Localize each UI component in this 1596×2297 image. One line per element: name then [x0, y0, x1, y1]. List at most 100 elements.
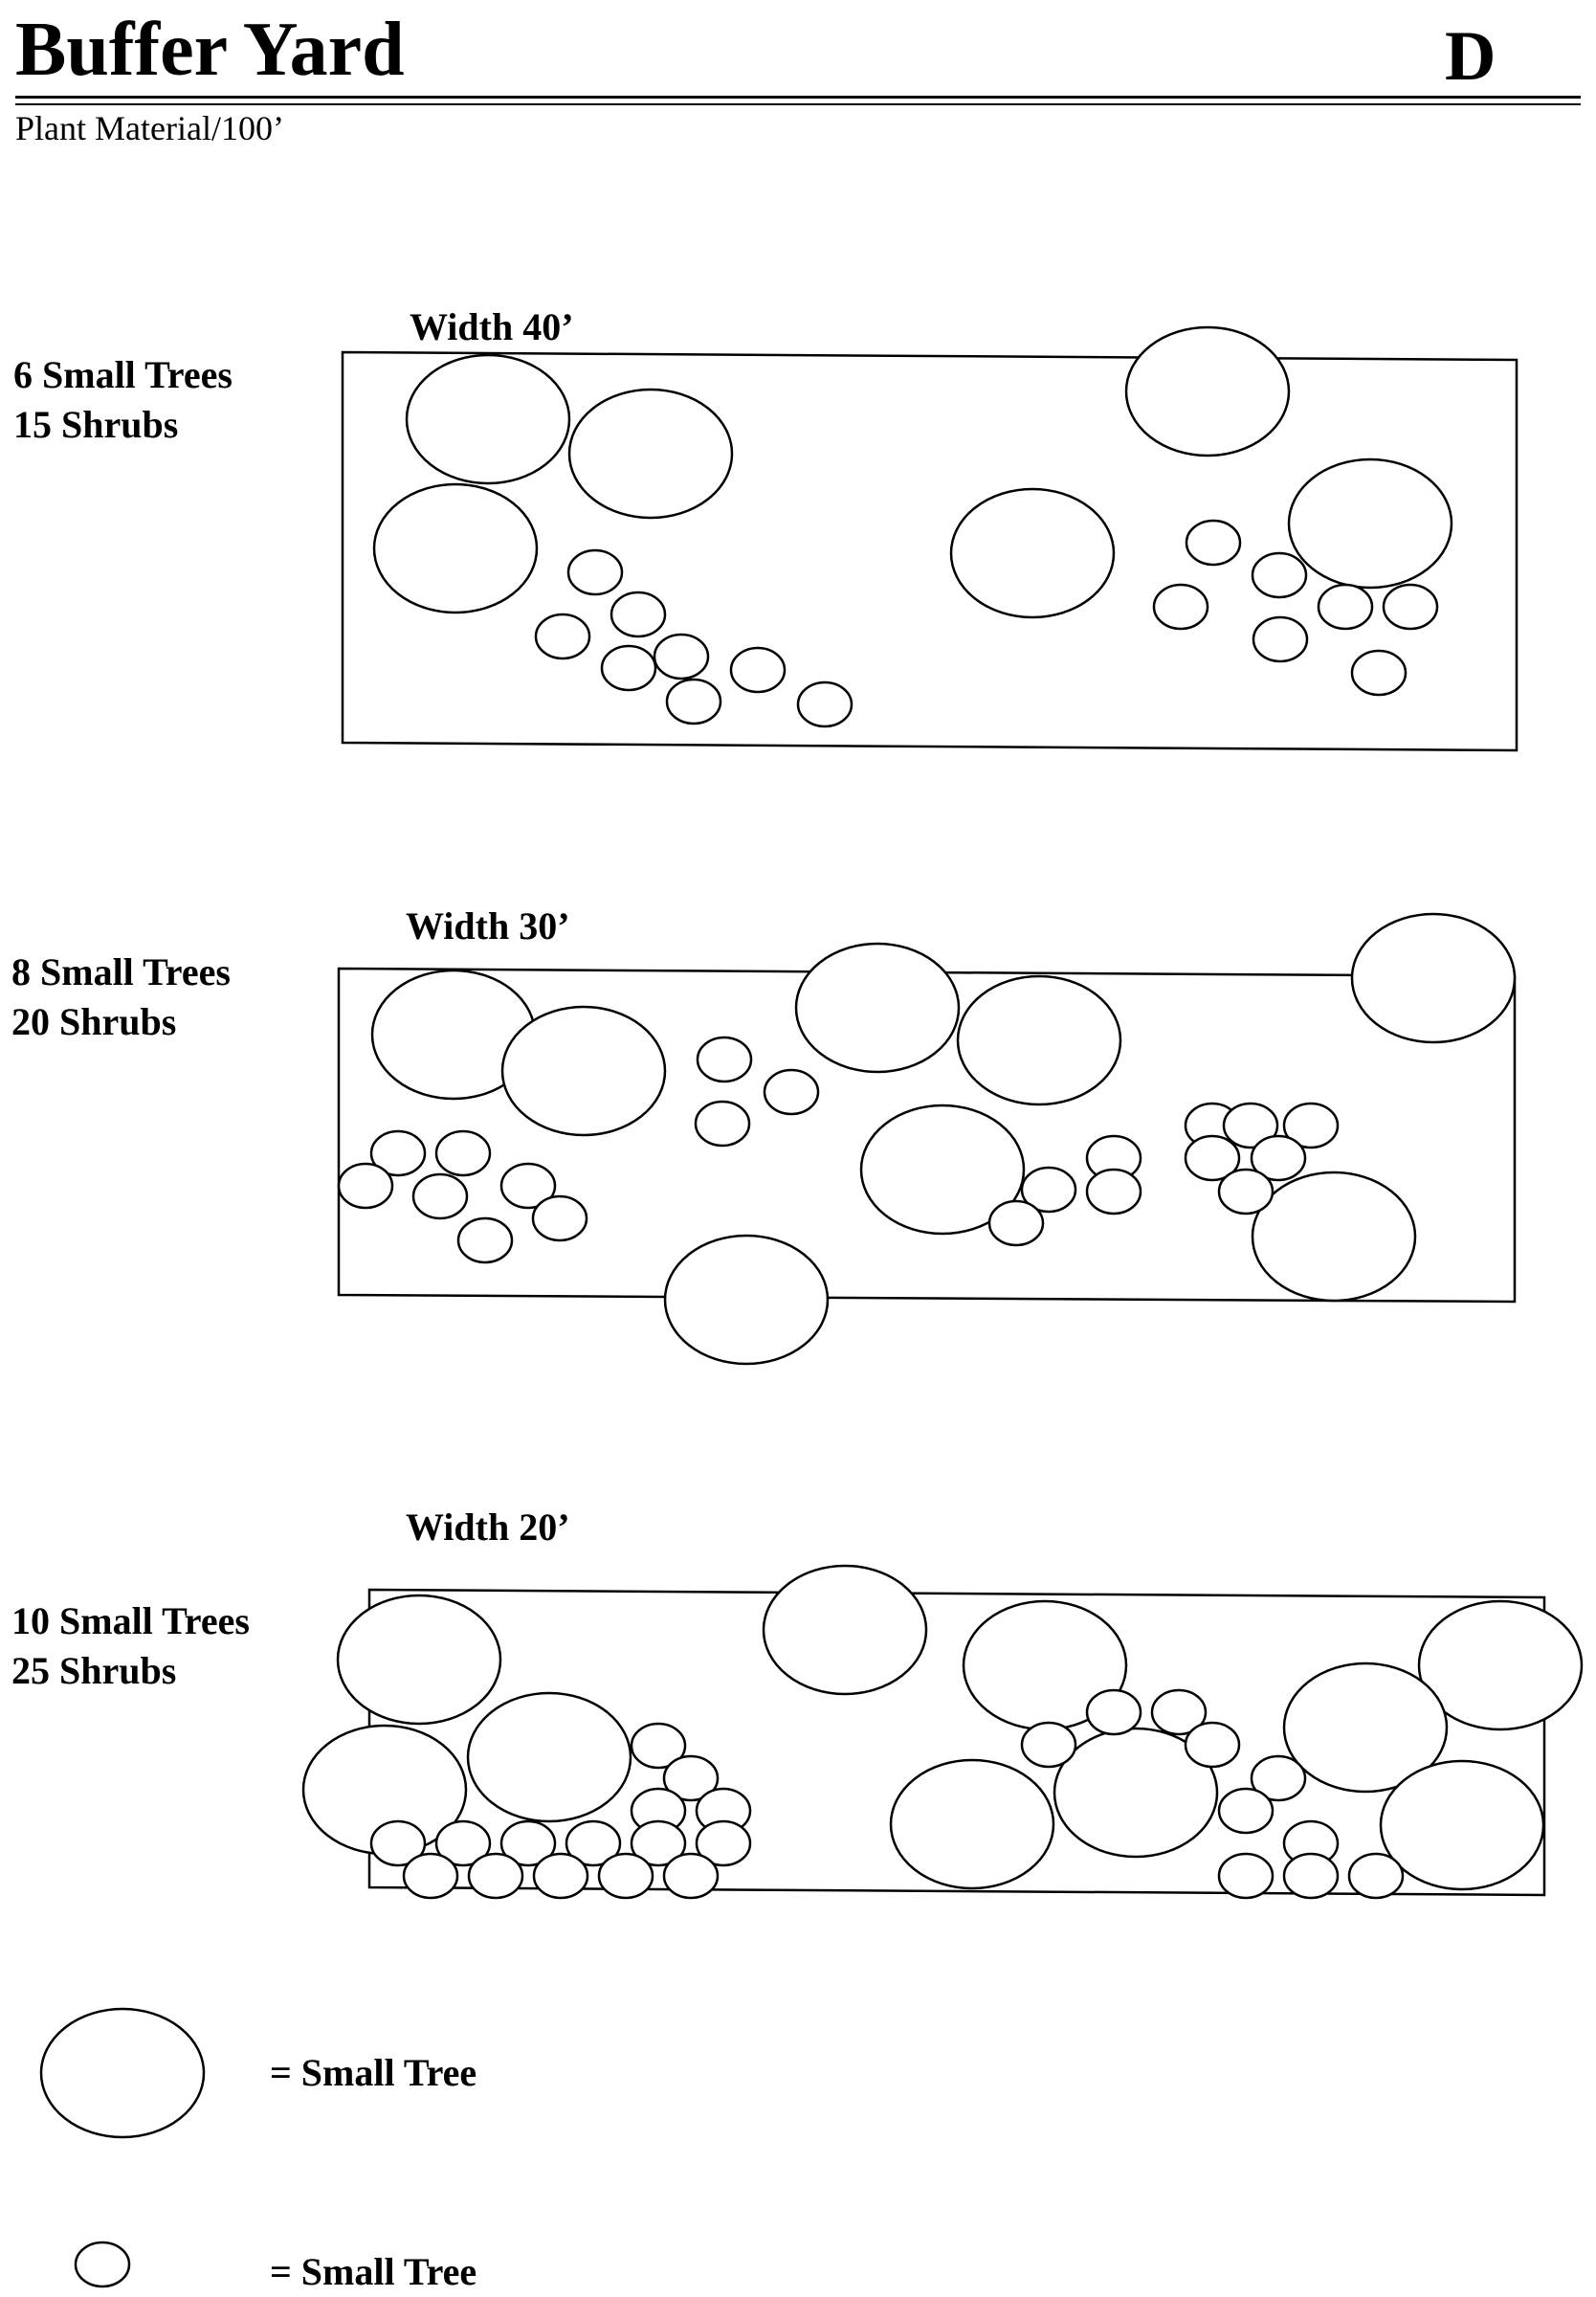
legend-large-label: = Small Tree — [270, 2051, 477, 2094]
shrub-symbol — [610, 591, 667, 638]
shrub-symbol — [729, 646, 787, 694]
header-rule-thin — [15, 103, 1581, 105]
small-tree-symbol — [794, 942, 961, 1074]
shrub-symbol — [1252, 615, 1309, 663]
panel-2-counts: 8 Small Trees 20 Shrubs — [11, 948, 231, 1047]
small-tree-symbol — [663, 1234, 830, 1366]
shrub-symbol — [665, 678, 722, 725]
small-tree-symbol — [1417, 1599, 1584, 1731]
panel-3-tree-count: 10 Small Trees — [11, 1599, 250, 1642]
small-tree-symbol — [1282, 1661, 1449, 1794]
shrub-symbol — [337, 1162, 394, 1210]
shrub-symbol — [1085, 1688, 1142, 1736]
small-tree-symbol — [762, 1564, 928, 1696]
shrub-symbol — [1317, 583, 1374, 631]
panel-1-tree-count: 6 Small Trees — [13, 353, 233, 396]
panel-2-shrub-count: 20 Shrubs — [11, 1000, 177, 1043]
shrub-symbol — [763, 1068, 820, 1116]
shrub-symbol — [630, 1819, 687, 1867]
shrub-symbol — [1282, 1852, 1340, 1900]
small-tree-symbol — [405, 353, 571, 485]
shrub-symbol — [1251, 551, 1308, 599]
small-tree-symbol — [949, 487, 1116, 619]
small-tree-symbol — [1124, 325, 1291, 457]
shrub-symbol — [411, 1172, 469, 1220]
shrub-symbol — [653, 633, 710, 680]
panel-3-counts: 10 Small Trees 25 Shrubs — [11, 1596, 250, 1696]
shrub-symbol — [534, 613, 591, 660]
shrub-symbol — [694, 1100, 751, 1148]
shrub-symbol — [1222, 1102, 1279, 1149]
shrub-symbol — [696, 1036, 753, 1083]
shrub-symbol — [467, 1852, 524, 1900]
panel-1-diagram — [341, 325, 1518, 752]
legend — [39, 2007, 206, 2288]
shrub-symbol — [1382, 583, 1439, 631]
small-tree-symbol — [336, 1594, 502, 1726]
shrub-symbol — [662, 1852, 720, 1900]
shrub-symbol — [1347, 1852, 1405, 1900]
panel-2-diagram — [337, 912, 1517, 1366]
panel-2-tree-count: 8 Small Trees — [11, 950, 231, 993]
small-tree-symbol — [1053, 1727, 1219, 1859]
shrub-symbol — [600, 644, 657, 692]
shrub-symbol — [796, 680, 853, 728]
shrub-symbol — [1020, 1166, 1077, 1214]
small-tree-symbol — [1379, 1759, 1545, 1891]
shrub-symbol — [1250, 1754, 1307, 1802]
shrub-symbol — [532, 1852, 589, 1900]
shrub-symbol — [1184, 1134, 1241, 1182]
shrub-symbol — [662, 1754, 720, 1802]
shrub-symbol — [456, 1216, 514, 1264]
page-title: Buffer Yard — [15, 8, 405, 92]
page-subtitle: Plant Material/100’ — [15, 109, 284, 147]
shrub-symbol — [1185, 519, 1242, 567]
small-tree-symbol — [500, 1005, 667, 1137]
shrub-symbol — [369, 1129, 427, 1177]
shrub-symbol — [1282, 1102, 1340, 1149]
small-tree-symbol — [567, 388, 734, 520]
shrub-symbol — [630, 1722, 687, 1770]
small-tree-symbol — [372, 482, 539, 614]
shrub-symbol — [402, 1852, 459, 1900]
shrub-symbol — [695, 1819, 752, 1867]
shrub-symbol — [1085, 1168, 1142, 1215]
panel-1-counts: 6 Small Trees 15 Shrubs — [13, 350, 233, 450]
legend-large-circle — [39, 2007, 206, 2139]
shrub-symbol — [531, 1194, 588, 1242]
shrub-symbol — [499, 1819, 557, 1867]
panel-3-width-label: Width 20’ — [406, 1505, 570, 1549]
page-letter: D — [1445, 17, 1496, 96]
shrub-symbol — [565, 1819, 622, 1867]
header-rule-thick — [15, 96, 1581, 99]
shrub-symbol — [1217, 1787, 1275, 1835]
shrub-symbol — [1184, 1721, 1241, 1769]
small-tree-symbol — [466, 1691, 632, 1823]
shrub-symbol — [597, 1852, 654, 1900]
shrub-symbol — [1217, 1168, 1275, 1215]
shrub-symbol — [1020, 1721, 1077, 1769]
shrub-symbol — [1350, 649, 1408, 697]
shrub-symbol — [1217, 1852, 1275, 1900]
small-tree-symbol — [956, 974, 1122, 1106]
legend-small-label: = Small Tree — [270, 2250, 477, 2293]
shrub-symbol — [434, 1819, 492, 1867]
small-tree-symbol — [1251, 1171, 1417, 1303]
shrub-symbol — [566, 548, 624, 596]
shrub-symbol — [1250, 1134, 1307, 1182]
panel-3-shrub-count: 25 Shrubs — [11, 1649, 177, 1692]
small-tree-symbol — [1287, 457, 1453, 590]
panel-2-width-label: Width 30’ — [406, 904, 570, 948]
small-tree-symbol — [1350, 912, 1517, 1044]
panel-1-shrub-count: 15 Shrubs — [13, 403, 179, 446]
panel-3-diagram — [301, 1564, 1584, 1900]
shrub-symbol — [369, 1819, 427, 1867]
shrub-symbol — [434, 1129, 492, 1177]
shrub-symbol — [499, 1162, 557, 1210]
small-tree-symbol — [889, 1758, 1055, 1890]
panel-1-width-label: Width 40’ — [410, 305, 574, 348]
shrub-symbol — [987, 1199, 1045, 1247]
small-tree-symbol — [859, 1104, 1026, 1236]
